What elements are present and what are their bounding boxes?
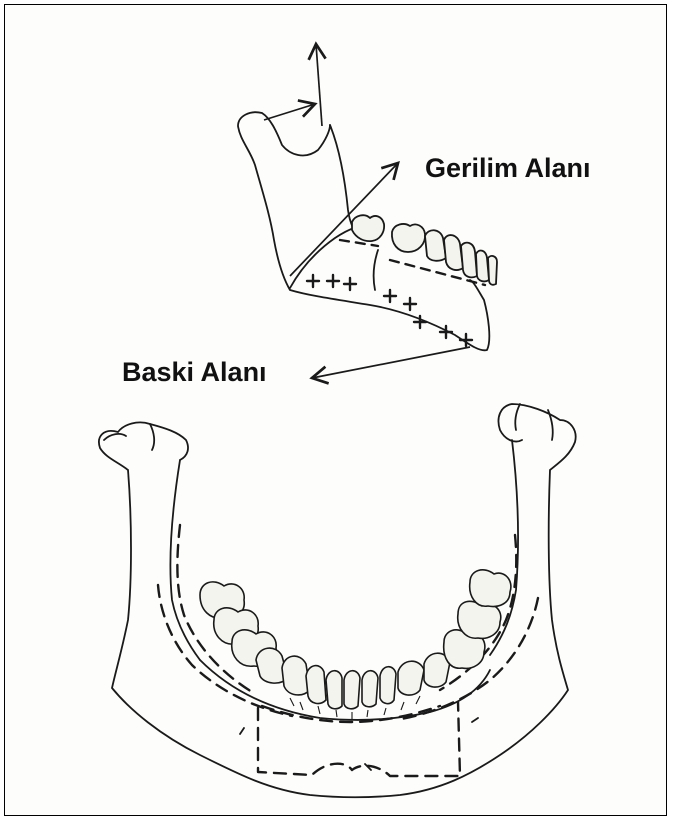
tension-area-label: Gerilim Alanı	[425, 153, 591, 184]
lateral-mandible	[238, 112, 497, 350]
condyle-force-arrow	[264, 104, 315, 120]
compression-plus-signs	[307, 275, 472, 346]
frontal-ramus-left-inner	[170, 460, 200, 660]
frontal-condyle-right	[515, 404, 553, 440]
compression-arrow	[312, 347, 470, 378]
compression-area-label: Baski Alanı	[122, 357, 267, 388]
lateral-canal-line	[374, 250, 378, 290]
lateral-teeth	[392, 224, 497, 285]
frontal-small-marks	[240, 718, 478, 770]
vertical-force-arrow	[316, 44, 322, 126]
lateral-molar	[352, 215, 384, 241]
frontal-condyle-left	[104, 424, 154, 450]
